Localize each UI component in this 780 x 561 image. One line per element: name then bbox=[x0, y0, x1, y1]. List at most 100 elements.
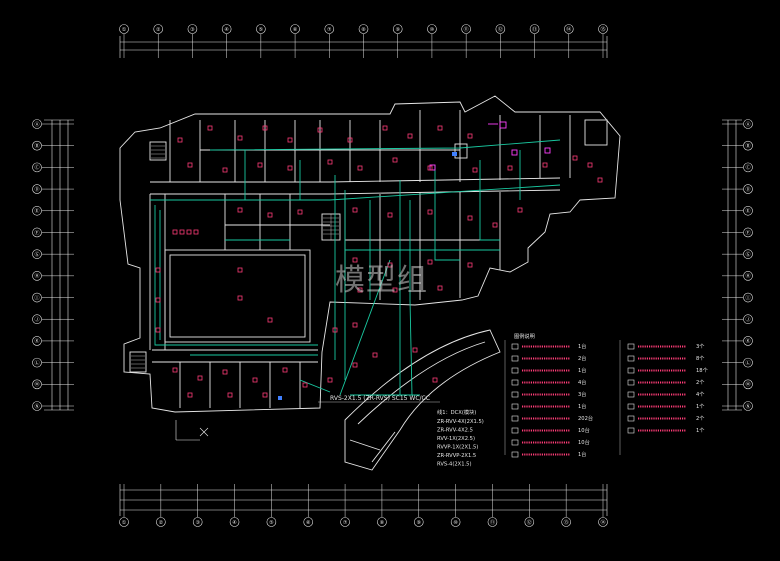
alarm-device-symbol bbox=[492, 222, 498, 228]
bottom-axis-circle bbox=[487, 517, 498, 527]
origin-marker bbox=[175, 420, 209, 441]
right-axis-circle bbox=[743, 140, 753, 151]
bottom-axis-circle bbox=[192, 517, 203, 527]
bottom-axis-label: ⑥ bbox=[306, 520, 311, 526]
bottom-axis-label: ⑦ bbox=[343, 520, 348, 526]
left-axis-label: Ⓐ bbox=[34, 121, 39, 128]
blue-accents bbox=[278, 152, 457, 400]
hydrant-button-icon bbox=[511, 427, 519, 434]
right-axis-label: Ⓐ bbox=[745, 121, 750, 128]
alarm-device-symbol bbox=[387, 212, 393, 218]
legend-title: 图例说明 bbox=[514, 332, 535, 340]
bottom-axis-label: ① bbox=[122, 520, 127, 526]
bottom-axis-label: ③ bbox=[195, 520, 200, 526]
alarm-device-symbol bbox=[267, 212, 273, 218]
alarm-device-symbol bbox=[155, 267, 161, 273]
alarm-device-symbol bbox=[172, 229, 178, 235]
alarm-device-symbol bbox=[472, 167, 478, 173]
alarm-device-symbol bbox=[172, 367, 178, 373]
alarm-device-symbol bbox=[412, 347, 418, 353]
alarm-device-symbol bbox=[392, 157, 398, 163]
fan-icon bbox=[627, 403, 635, 410]
legend-right-qty: 8个 bbox=[696, 355, 705, 362]
alarm-device-symbol bbox=[179, 229, 185, 235]
right-axis-circle bbox=[743, 162, 753, 173]
alarm-device-symbol bbox=[262, 392, 268, 398]
left-axis-label: Ⓒ bbox=[34, 164, 39, 171]
right-axis-circle bbox=[743, 249, 753, 259]
module-icon bbox=[511, 379, 519, 386]
legend-right-qty: 4个 bbox=[696, 391, 705, 398]
left-axis-circle bbox=[32, 140, 42, 151]
right-axis-label: Ⓛ bbox=[745, 359, 750, 366]
alarm-device-symbol bbox=[227, 392, 233, 398]
legend-left-qty: 1台 bbox=[578, 366, 587, 374]
cable-notes: 线1：DCX(模块) ZR-RVV-4X(2X1.5)ZR-RVV-4X2.5R… bbox=[437, 408, 484, 468]
legend-right-qty: 3个 bbox=[696, 343, 705, 350]
top-axis-label: ⑭ bbox=[566, 26, 571, 33]
alarm-device-symbol bbox=[237, 295, 243, 301]
cable-notes-heading: 线1：DCX(模块) bbox=[437, 408, 476, 416]
right-axis-label: Ⓕ bbox=[745, 229, 750, 236]
top-axis-circle bbox=[187, 24, 198, 34]
alarm-device-symbol bbox=[437, 285, 443, 291]
alarm-device-symbol bbox=[587, 162, 593, 168]
cable-spec-annotation: RVS-2X1.5 (ZR-RVS) SC15 WC/CC bbox=[330, 395, 430, 402]
bottom-axis-label: ⑨ bbox=[417, 520, 422, 526]
top-axis-circle bbox=[529, 24, 540, 34]
alarm-device-symbol bbox=[347, 137, 353, 143]
cable-note-line: ZR-RVVP-2X1.5 bbox=[437, 453, 476, 459]
alarm-device-symbol bbox=[327, 377, 333, 383]
legend-frame bbox=[504, 340, 621, 455]
alarm-device-symbol bbox=[237, 135, 243, 141]
left-axis-circle bbox=[32, 227, 42, 238]
alarm-device-symbol bbox=[197, 375, 203, 381]
bottom-axis-label: ④ bbox=[232, 520, 237, 526]
alarm-device-symbol bbox=[387, 262, 393, 268]
right-axis-label: Ⓑ bbox=[745, 142, 750, 149]
bottom-axis-label: ② bbox=[159, 520, 164, 526]
alarm-device-symbol bbox=[282, 367, 288, 373]
legend-right-qty: 18个 bbox=[696, 367, 709, 374]
right-axis-circle bbox=[743, 227, 753, 238]
smoke-detector-icon bbox=[511, 391, 519, 398]
stair-hatching bbox=[131, 145, 339, 369]
repeater-icon bbox=[511, 367, 519, 374]
bottom-axis-circle bbox=[598, 517, 608, 527]
left-axis-label: Ⓚ bbox=[34, 338, 39, 345]
alarm-device-symbol bbox=[517, 207, 523, 213]
right-axis-label: Ⓘ bbox=[745, 294, 750, 301]
alarm-device-symbol bbox=[287, 137, 293, 143]
top-axis-label: ⑨ bbox=[395, 27, 400, 33]
alarm-device-symbol bbox=[392, 287, 398, 293]
alarm-device-symbol bbox=[432, 377, 438, 383]
top-axis-label: ① bbox=[122, 27, 127, 33]
phone-jack-icon bbox=[627, 355, 635, 362]
alarm-device-symbol bbox=[352, 257, 358, 263]
legend-left-qty: 2台 bbox=[578, 354, 587, 362]
bottom-axis-circle bbox=[340, 517, 350, 527]
left-axis-circle bbox=[32, 379, 42, 390]
right-axis-circle bbox=[743, 271, 753, 281]
right-axis-label: Ⓜ bbox=[745, 381, 750, 388]
alarm-device-symbol bbox=[542, 162, 548, 168]
legend-left-qty: 3台 bbox=[578, 390, 587, 398]
right-axis-label: Ⓗ bbox=[745, 273, 750, 280]
alarm-device-symbol bbox=[222, 369, 228, 375]
alarm-device-symbol bbox=[357, 165, 363, 171]
left-axis-circle bbox=[32, 205, 42, 216]
alarm-device-symbol bbox=[327, 159, 333, 165]
left-axis-label: Ⓘ bbox=[34, 294, 39, 301]
right-axis-label: Ⓚ bbox=[745, 338, 750, 345]
telephone-icon bbox=[627, 343, 635, 350]
alarm-device-symbol bbox=[187, 392, 193, 398]
bottom-axis-circle bbox=[229, 517, 240, 527]
alarm-device-symbol bbox=[382, 125, 388, 131]
alarm-device-symbol bbox=[237, 267, 243, 273]
input-module-icon bbox=[627, 367, 635, 374]
right-axis-circle bbox=[743, 379, 753, 390]
bottom-axis-label: ⑪ bbox=[490, 519, 495, 526]
